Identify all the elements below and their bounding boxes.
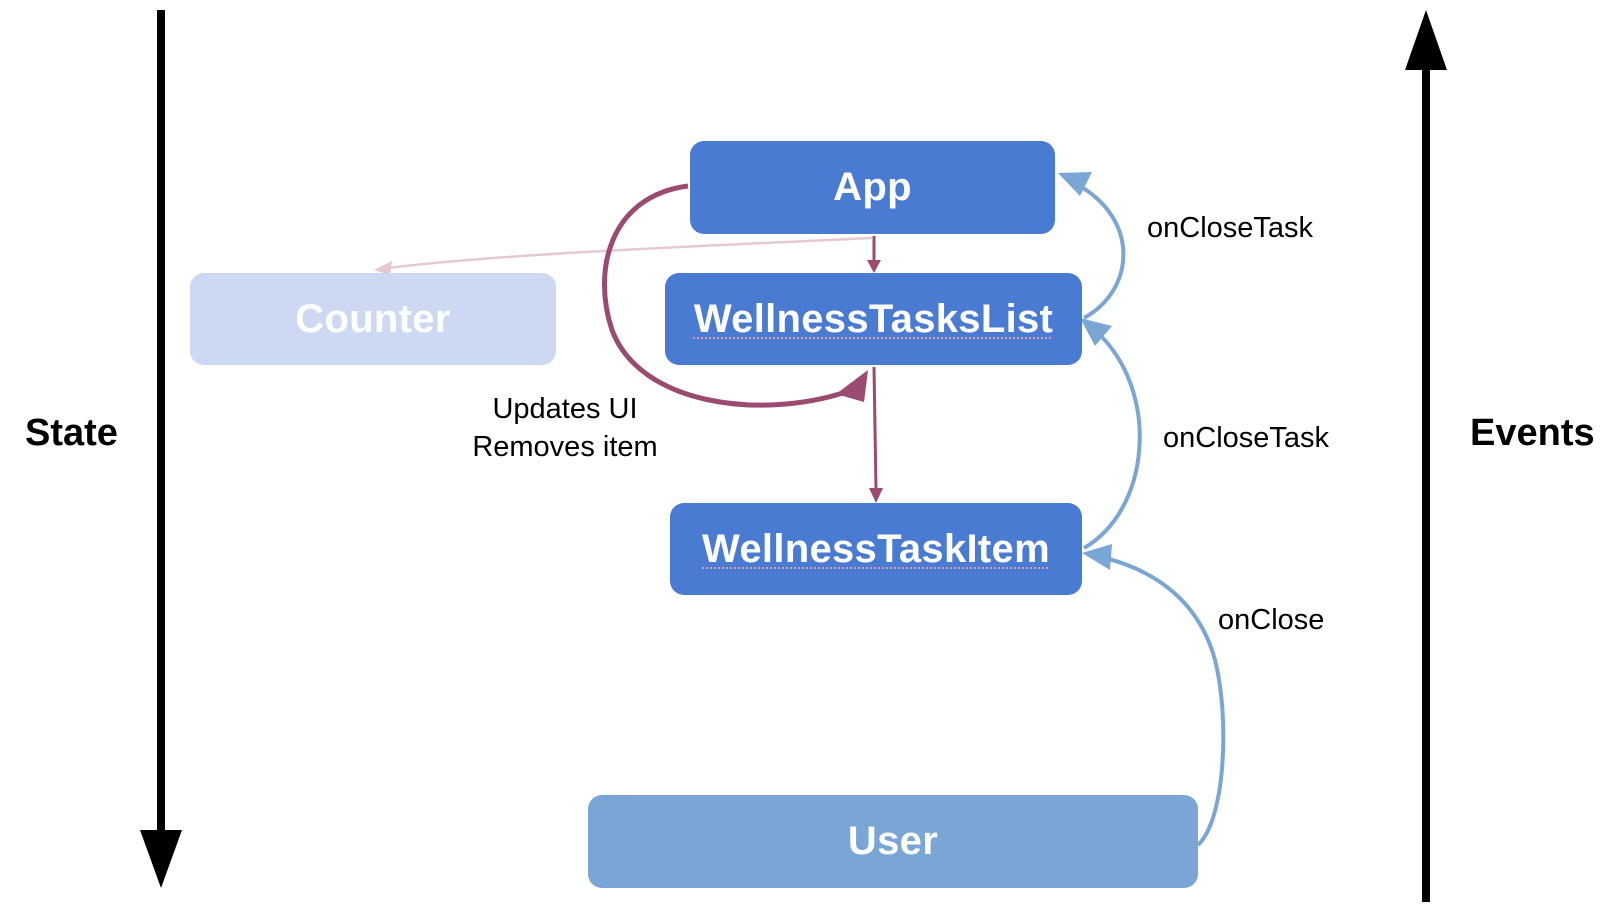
list-to-app-event-arrow bbox=[1058, 172, 1126, 320]
on-close-task-label-lower: onCloseTask bbox=[1163, 422, 1330, 454]
app-node-label: App bbox=[833, 165, 912, 209]
updates-ui-loop-arrow bbox=[602, 183, 868, 408]
events-axis-arrow bbox=[1405, 10, 1447, 902]
user-node: User bbox=[588, 795, 1198, 888]
on-close-task-label-upper: onCloseTask bbox=[1147, 212, 1314, 244]
wellness-tasks-list-label: WellnessTasksList bbox=[693, 296, 1054, 341]
state-axis-arrow bbox=[140, 10, 182, 888]
app-node: App bbox=[690, 141, 1055, 234]
wellness-tasks-list-node: WellnessTasksList bbox=[665, 273, 1082, 365]
wellness-task-item-node: WellnessTaskItem bbox=[670, 503, 1082, 595]
updates-ui-annotation: Updates UI Removes item bbox=[440, 390, 690, 466]
user-node-label: User bbox=[847, 819, 939, 863]
events-axis-label: Events bbox=[1470, 412, 1595, 454]
counter-node: Counter bbox=[190, 273, 556, 365]
list-to-item-arrow bbox=[869, 366, 883, 503]
app-to-counter-arrow bbox=[374, 236, 873, 275]
updates-ui-line: Updates UI bbox=[492, 393, 638, 425]
on-close-label: onClose bbox=[1218, 604, 1325, 636]
item-to-list-event-arrow bbox=[1080, 318, 1142, 550]
counter-node-label: Counter bbox=[295, 296, 451, 341]
user-to-item-event-arrow bbox=[1082, 544, 1226, 847]
state-axis-label: State bbox=[25, 412, 118, 454]
app-to-list-arrow bbox=[867, 236, 881, 273]
wellness-task-item-label: WellnessTaskItem bbox=[702, 526, 1050, 571]
removes-item-line: Removes item bbox=[472, 431, 658, 463]
